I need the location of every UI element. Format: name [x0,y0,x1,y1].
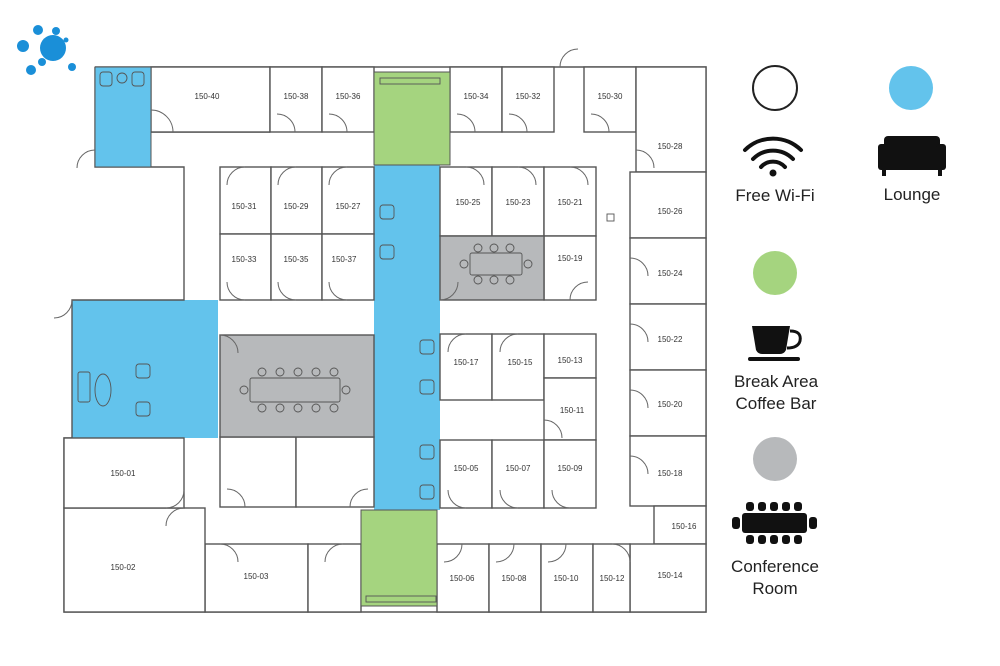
room-150-22 [629,303,707,371]
room-150-12 [592,543,631,613]
room-150-35 [270,233,323,301]
sofa-icon [878,136,946,176]
conference-legend-label-1: Conference [731,557,819,576]
room-150-14 [629,543,707,613]
room-150-05 [439,439,493,509]
break-area-legend-swatch [753,251,797,295]
conference-legend-label-2: Room [752,579,797,598]
label-150-10: 150-10 [554,574,579,583]
label-150-11: 150-11 [560,406,585,415]
label-150-34: 150-34 [464,92,489,101]
label-150-09: 150-09 [558,464,583,473]
room-150-11 [543,377,597,441]
right-column-offices [629,171,707,613]
room-bottom-misc [307,543,362,613]
room-150-24 [629,237,707,305]
label-150-26: 150-26 [658,207,683,216]
conference-table-icon [732,502,817,544]
label-150-36: 150-36 [336,92,361,101]
label-150-40: 150-40 [195,92,220,101]
room-150-40 [150,66,271,133]
conference-legend-swatch [753,437,797,481]
label-150-38: 150-38 [284,92,309,101]
label-150-02: 150-02 [111,563,136,572]
label-150-24: 150-24 [658,269,683,278]
wifi-icon [743,136,803,177]
legend: Free Wi-Fi Lounge Break Area Coffee Bar [731,65,946,598]
room-150-02 [63,507,206,613]
room-150-17 [439,333,493,401]
label-150-13: 150-13 [558,356,583,365]
label-150-08: 150-08 [502,574,527,583]
label-150-27: 150-27 [336,202,361,211]
top-row-offices [150,66,707,173]
room-150-30 [583,66,637,133]
label-150-15: 150-15 [508,358,533,367]
room-150-07 [491,439,545,509]
label-150-18: 150-18 [658,469,683,478]
label-150-35: 150-35 [284,255,309,264]
label-150-17: 150-17 [454,358,479,367]
right-inner-offices [439,166,597,509]
door-swings [53,48,655,563]
room-150-31 [219,166,272,235]
room-150-36 [321,66,375,133]
room-150-06 [436,543,490,613]
label-150-20: 150-20 [658,400,683,409]
break-area-legend-label-1: Break Area [734,372,819,391]
bottom-row-offices [63,437,631,613]
room-150-13 [543,333,597,379]
lounge-zone-central-corridor [374,165,440,510]
label-150-14: 150-14 [658,571,683,580]
room-labels: 150-40 150-38 150-36 150-34 150-32 150-3… [111,92,697,583]
wifi-legend-label: Free Wi-Fi [735,186,814,205]
room-150-08 [488,543,542,613]
label-150-32: 150-32 [516,92,541,101]
label-150-06: 150-06 [450,574,475,583]
room-150-15 [491,333,545,401]
room-150-19 [543,235,597,301]
room-150-01 [63,437,185,509]
room-150-28 [635,66,707,173]
label-150-23: 150-23 [506,198,531,207]
wifi-legend-swatch [752,65,798,111]
room-lower-left-a [219,436,297,508]
furniture [77,71,615,603]
label-150-33: 150-33 [232,255,257,264]
room-150-27 [321,166,375,235]
room-150-38 [269,66,323,133]
room-150-26 [629,171,707,239]
label-150-21: 150-21 [558,198,583,207]
lounge-legend-label: Lounge [884,185,941,204]
label-150-12: 150-12 [600,574,625,583]
label-150-31: 150-31 [232,202,257,211]
label-150-25: 150-25 [456,198,481,207]
label-150-05: 150-05 [454,464,479,473]
label-150-01: 150-01 [111,469,136,478]
lounge-zone-left [72,300,218,438]
room-150-29 [270,166,323,235]
label-150-22: 150-22 [658,335,683,344]
label-150-29: 150-29 [284,202,309,211]
logo [17,25,76,75]
label-150-37: 150-37 [332,255,357,264]
break-area-legend-label-2: Coffee Bar [736,394,817,413]
label-150-07: 150-07 [506,464,531,473]
label-150-16: 150-16 [672,522,697,531]
lounge-legend-swatch [889,66,933,110]
room-150-32 [501,66,555,133]
room-150-37 [321,233,375,301]
room-150-03 [204,543,309,613]
label-150-28: 150-28 [658,142,683,151]
coffee-cup-icon [748,326,802,361]
label-150-30: 150-30 [598,92,623,101]
label-150-03: 150-03 [244,572,269,581]
room-150-09 [543,439,597,509]
room-lower-left-b [295,436,375,508]
label-150-19: 150-19 [558,254,583,263]
room-150-33 [219,233,272,301]
